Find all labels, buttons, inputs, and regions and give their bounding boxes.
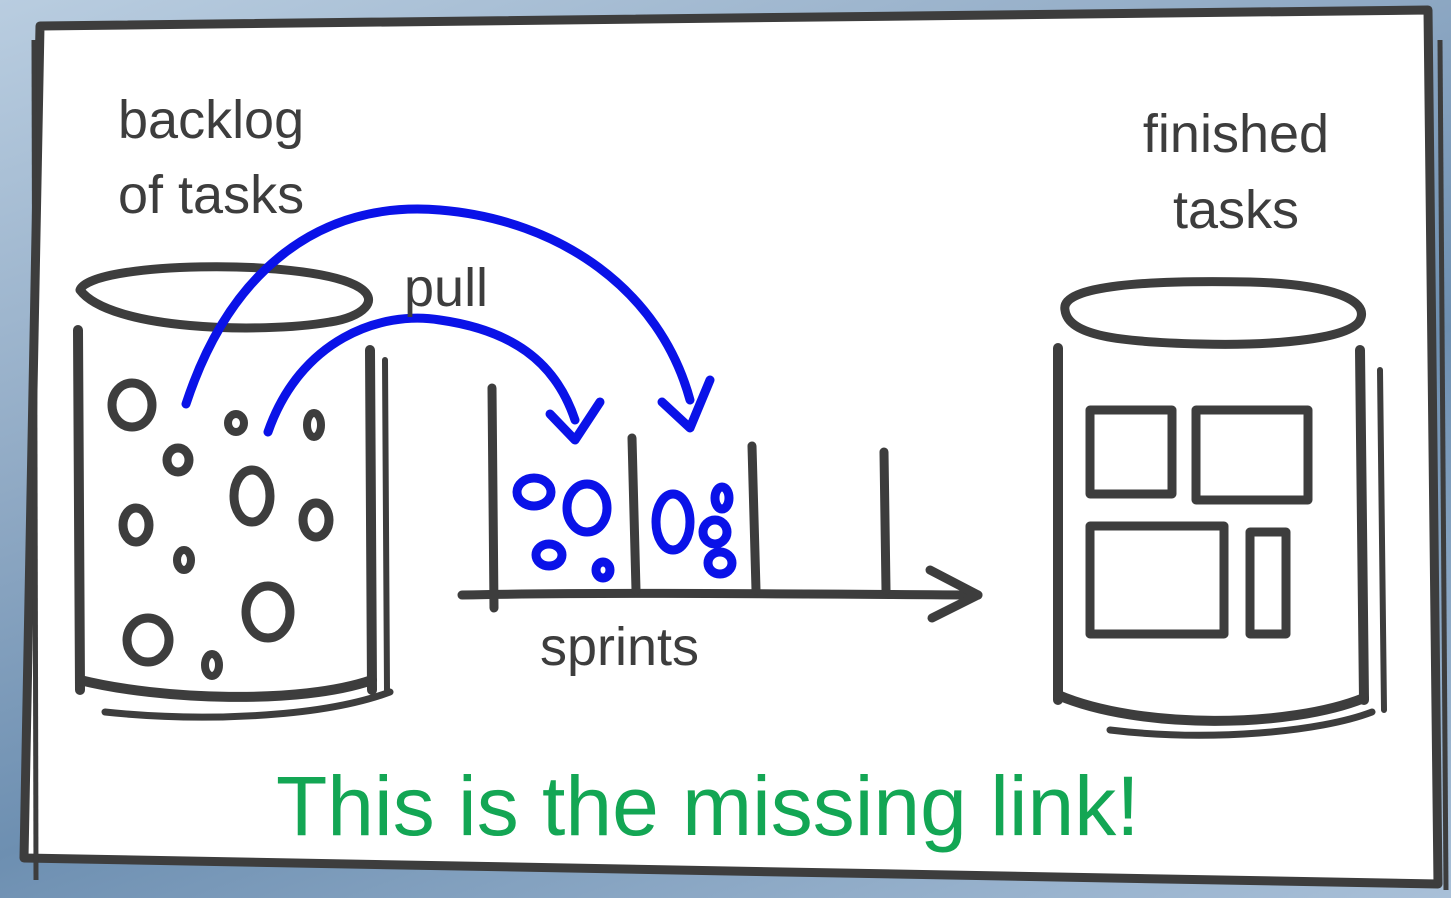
- backlog-label-line2: of tasks: [118, 165, 305, 225]
- finished-label-line1: finished: [1142, 104, 1330, 164]
- pull-arrow-icon: [181, 204, 715, 445]
- finished-label-line2: tasks: [1172, 180, 1300, 240]
- pull-label: pull: [404, 258, 489, 318]
- panel-frame: [19, 5, 1449, 891]
- timeline-arrow-icon: [457, 383, 983, 623]
- sprint-tasks: [512, 473, 737, 583]
- backlog-label-line1: backlog: [118, 90, 305, 150]
- backlog-bucket-icon: [73, 262, 394, 721]
- caption: This is the missing link!: [276, 759, 1140, 853]
- sprints-label: sprints: [540, 617, 700, 677]
- finished-bucket-icon: [1053, 277, 1387, 739]
